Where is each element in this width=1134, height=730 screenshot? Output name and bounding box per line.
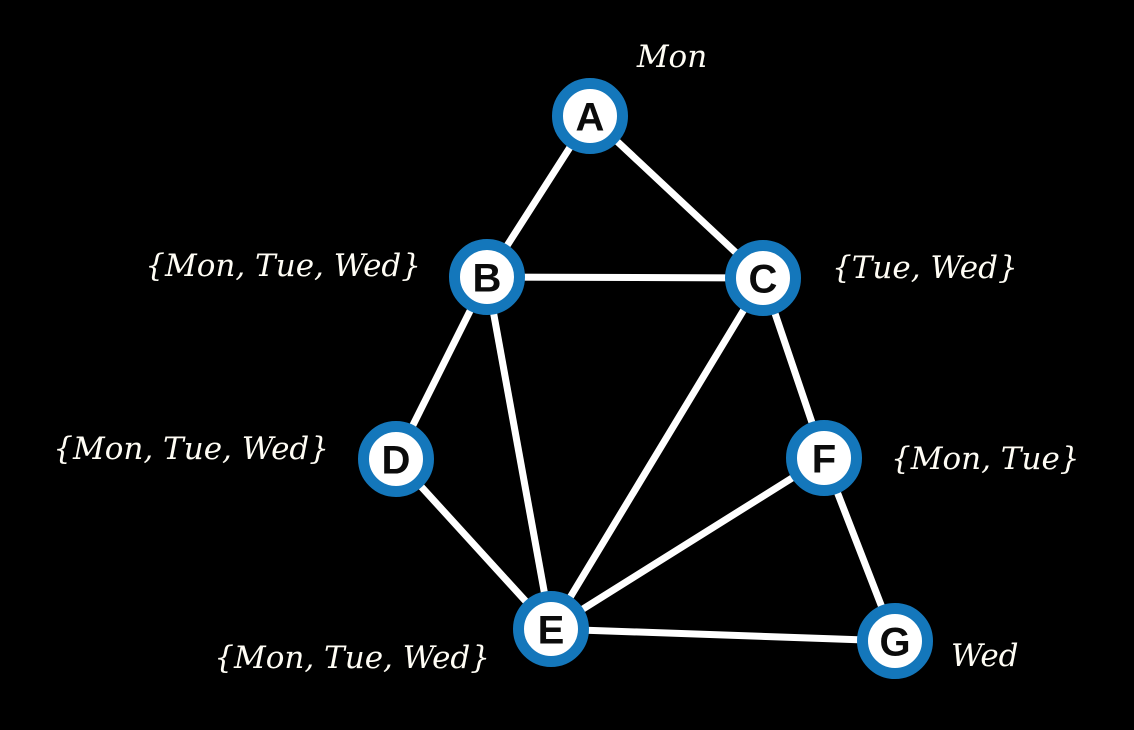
- node-A-letter: A: [576, 96, 605, 140]
- node-D-circle: [358, 421, 434, 497]
- node-B-circle: [449, 239, 525, 315]
- node-G-letter: G: [879, 621, 910, 665]
- nodes-layer: [358, 78, 933, 679]
- node-D-domain-label: {Mon, Tue, Wed}: [53, 431, 329, 467]
- edge-A-C: [586, 112, 767, 282]
- edge-D-E: [392, 455, 555, 633]
- node-C-letter: C: [749, 258, 778, 302]
- node-F-letter: F: [812, 438, 836, 482]
- node-G-circle: [857, 603, 933, 679]
- node-E-circle: [513, 591, 589, 667]
- node-F-domain-label: {Mon, Tue}: [891, 441, 1080, 477]
- node-E-domain-label: {Mon, Tue, Wed}: [214, 640, 490, 676]
- node-A-circle: [552, 78, 628, 154]
- node-B-domain-label: {Mon, Tue, Wed}: [145, 248, 421, 284]
- node-D-letter: D: [382, 439, 411, 483]
- node-C-circle: [725, 240, 801, 316]
- edge-E-F: [547, 454, 828, 633]
- node-B-letter: B: [473, 257, 502, 301]
- edge-E-G: [547, 625, 899, 645]
- edge-B-C: [483, 273, 767, 282]
- node-C-domain-label: {Tue, Wed}: [832, 250, 1018, 286]
- edge-B-E: [483, 273, 555, 633]
- node-A-domain-label: Mon: [636, 39, 707, 75]
- edge-C-E: [547, 274, 767, 633]
- node-G-domain-label: Wed: [951, 638, 1019, 674]
- node-F-circle: [786, 420, 862, 496]
- node-E-letter: E: [538, 609, 565, 653]
